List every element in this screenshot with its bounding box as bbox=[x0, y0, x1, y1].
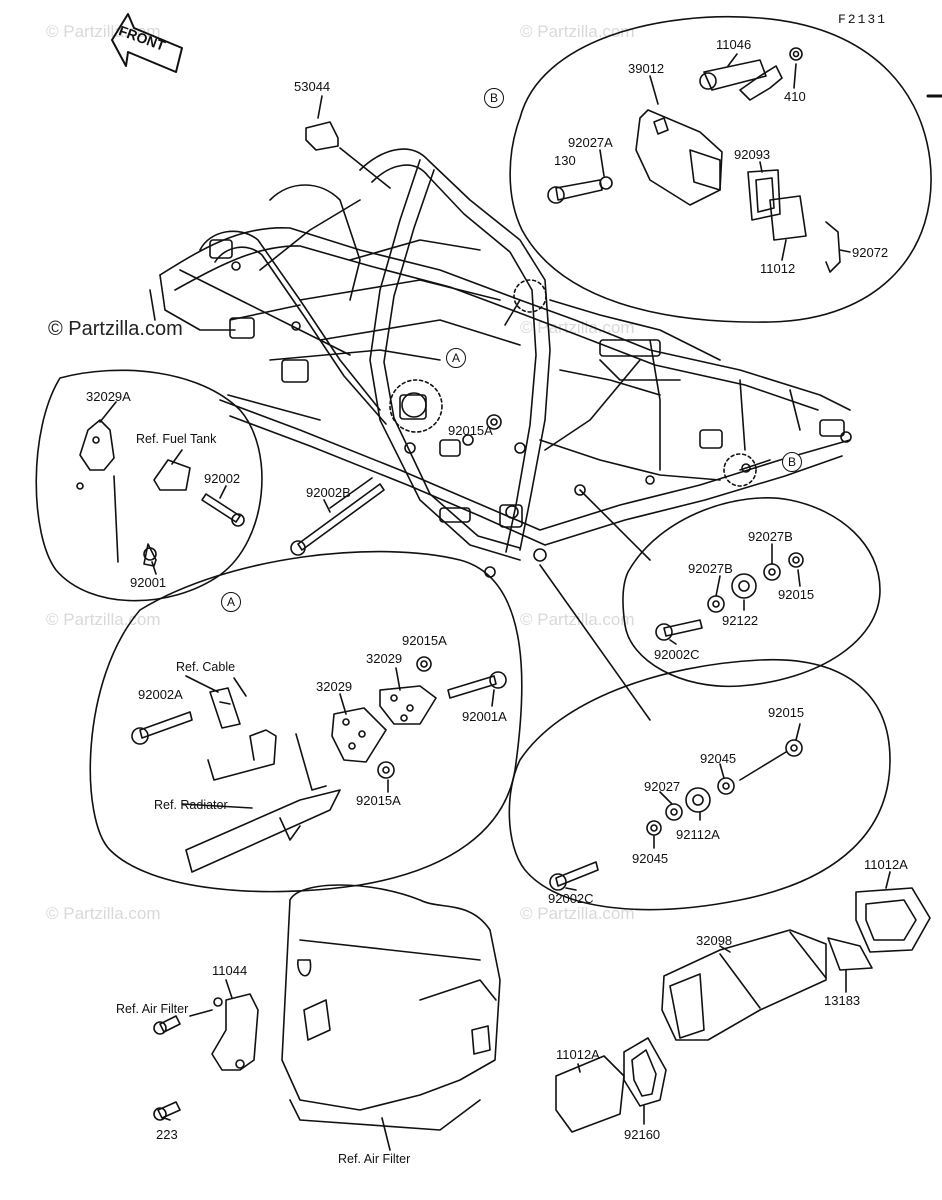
watermark: © Partzilla.com bbox=[46, 904, 161, 923]
detail-mount2-bubble bbox=[508, 658, 891, 911]
part-label: 92045 bbox=[632, 851, 669, 866]
part-130 bbox=[555, 179, 603, 201]
part-label: 92027A bbox=[568, 135, 613, 150]
ref-label: Ref. Fuel Tank bbox=[136, 432, 217, 446]
part-label: 32098 bbox=[696, 933, 733, 948]
part-11012A-bottom bbox=[555, 1055, 625, 1133]
part-label: 32029 bbox=[366, 651, 403, 666]
part-92072 bbox=[825, 221, 841, 273]
part-32098 bbox=[661, 929, 827, 1041]
part-label: 92112A bbox=[676, 827, 720, 842]
callout-a: A bbox=[446, 348, 466, 368]
radiator-bracket bbox=[207, 729, 277, 781]
part-label: 92015A bbox=[402, 633, 447, 648]
part-11012A-top bbox=[855, 887, 931, 953]
part-92160 bbox=[623, 1037, 667, 1107]
part-label: 92002C bbox=[654, 647, 700, 662]
part-92002C-a bbox=[663, 619, 703, 637]
part-label: 92015A bbox=[448, 423, 493, 438]
part-32029-plate bbox=[331, 707, 387, 763]
detail-b-bubble bbox=[509, 15, 932, 323]
part-label: 11044 bbox=[212, 963, 248, 978]
part-label: 223 bbox=[156, 1127, 178, 1142]
front-arrow bbox=[111, 13, 183, 73]
part-label: 92001 bbox=[130, 575, 167, 590]
watermark: © Partzilla.com bbox=[520, 22, 635, 41]
part-label: 92122 bbox=[722, 613, 759, 628]
part-32029-plate-b bbox=[379, 685, 437, 725]
part-13183 bbox=[827, 937, 873, 971]
watermark: © Partzilla.com bbox=[46, 22, 161, 41]
watermark: © Partzilla.com bbox=[48, 318, 183, 340]
detail-mount-bubble bbox=[622, 497, 881, 688]
part-label: 53044 bbox=[294, 79, 331, 94]
part-label: 11012A bbox=[556, 1047, 600, 1062]
detail-a-bubble bbox=[89, 550, 523, 893]
part-label: 32029A bbox=[86, 389, 131, 404]
callout-a: A bbox=[221, 592, 241, 612]
part-label: 130 bbox=[554, 153, 576, 168]
part-label: 92002A bbox=[138, 687, 183, 702]
part-label: 92093 bbox=[734, 147, 771, 162]
part-label: 92027 bbox=[644, 779, 681, 794]
part-label: 92015A bbox=[356, 793, 401, 808]
ref-label: Ref. Cable bbox=[176, 660, 236, 674]
watermark: © Partzilla.com bbox=[46, 610, 161, 629]
part-32029A bbox=[79, 419, 115, 471]
part-11046 bbox=[703, 59, 767, 91]
part-label: 92002 bbox=[204, 471, 241, 486]
part-92002A bbox=[139, 711, 193, 739]
part-label: 92002B bbox=[306, 485, 351, 500]
part-39012 bbox=[635, 109, 723, 206]
part-label: 39012 bbox=[628, 61, 665, 76]
ref-label: Ref. Air Filter bbox=[338, 1152, 411, 1166]
part-92093 bbox=[747, 169, 781, 221]
ref-label: Ref. Radiator bbox=[154, 798, 228, 812]
part-label: 92001A bbox=[462, 709, 507, 724]
watermark: © Partzilla.com bbox=[520, 610, 635, 629]
callout-b: B bbox=[484, 88, 504, 108]
part-label: 32029 bbox=[316, 679, 353, 694]
part-92001A bbox=[447, 675, 497, 699]
part-label: 92160 bbox=[624, 1127, 661, 1142]
part-92002C-b bbox=[555, 861, 599, 887]
part-label: 11046 bbox=[716, 37, 752, 52]
ref-label: Ref. Air Filter bbox=[116, 1002, 189, 1016]
air-filter-case bbox=[281, 884, 501, 1111]
main-frame bbox=[149, 148, 852, 578]
callout-b: B bbox=[782, 452, 802, 472]
part-label: 13183 bbox=[824, 993, 861, 1008]
part-label: 92015 bbox=[768, 705, 805, 720]
part-label: 92002C bbox=[548, 891, 594, 906]
part-label: 11012 bbox=[760, 261, 796, 276]
part-label: 92027B bbox=[688, 561, 733, 576]
part-label: 92015 bbox=[778, 587, 815, 602]
part-label: 410 bbox=[784, 89, 806, 104]
part-label: 92027B bbox=[748, 529, 793, 544]
part-label: 92045 bbox=[700, 751, 737, 766]
part-label: 11012A bbox=[864, 857, 908, 872]
part-92002 bbox=[201, 493, 241, 523]
part-11044 bbox=[211, 993, 259, 1071]
part-11012 bbox=[769, 195, 807, 241]
watermark: © Partzilla.com bbox=[520, 904, 635, 923]
part-label: 92072 bbox=[852, 245, 889, 260]
figure-code: F2131 bbox=[838, 12, 888, 27]
